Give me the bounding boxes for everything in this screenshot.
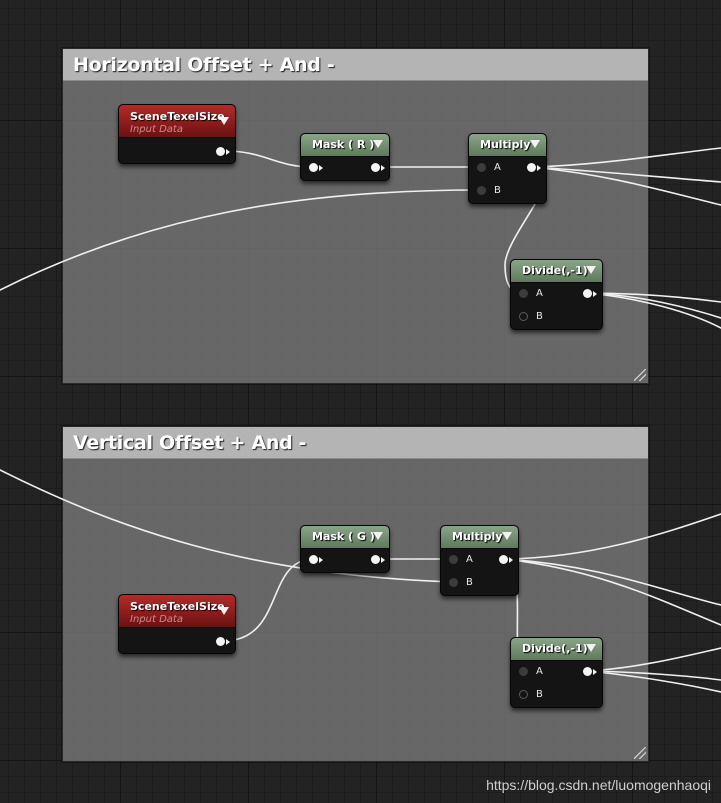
output-pin[interactable] — [527, 163, 536, 172]
node-title: Divide(,-1) — [522, 264, 588, 277]
pin-label-a: A — [536, 666, 543, 677]
pin-arrow-icon — [319, 557, 323, 563]
node-title: Multiply — [480, 138, 531, 151]
output-pin[interactable] — [499, 555, 508, 564]
divide-node[interactable]: Divide(,-1) A B — [510, 259, 603, 330]
output-pin[interactable] — [371, 555, 380, 564]
pin-label-b: B — [466, 577, 473, 588]
node-title: SceneTexelSize — [130, 110, 225, 123]
output-pin[interactable] — [216, 147, 225, 156]
multiply-node[interactable]: Multiply A B — [468, 133, 547, 204]
wire — [531, 147, 721, 168]
pin-label-a: A — [466, 554, 473, 565]
input-pin-a[interactable] — [519, 667, 528, 676]
comment-title[interactable]: Vertical Offset + And - — [63, 427, 648, 459]
divide-node[interactable]: Divide(,-1) A B — [510, 637, 603, 708]
node-header[interactable]: SceneTexelSize Input Data — [119, 105, 235, 138]
pin-arrow-icon — [226, 639, 230, 645]
node-header[interactable]: SceneTexelSize Input Data — [119, 595, 235, 628]
chevron-down-icon[interactable] — [219, 607, 229, 615]
wire — [222, 558, 314, 642]
wire — [586, 292, 721, 329]
resize-grip-icon[interactable] — [634, 369, 646, 381]
pin-label-b: B — [494, 185, 501, 196]
node-subtitle: Input Data — [130, 614, 183, 625]
scene-texel-size-node[interactable]: SceneTexelSize Input Data — [118, 104, 236, 164]
node-header[interactable]: Mask ( R ) — [301, 134, 389, 157]
node-header[interactable]: Mask ( G ) — [301, 526, 389, 549]
pin-label-a: A — [536, 288, 543, 299]
wire — [586, 670, 721, 681]
input-pin-b[interactable] — [477, 186, 486, 195]
pin-arrow-icon — [226, 149, 230, 155]
resize-grip-icon[interactable] — [634, 747, 646, 759]
wire — [586, 670, 721, 693]
pin-arrow-icon — [319, 165, 323, 171]
output-pin[interactable] — [371, 163, 380, 172]
comment-title[interactable]: Horizontal Offset + And - — [63, 49, 648, 81]
chevron-down-icon[interactable] — [530, 140, 540, 148]
node-title: Mask ( R ) — [312, 138, 375, 151]
pin-label-a: A — [494, 162, 501, 173]
input-pin-a[interactable] — [449, 555, 458, 564]
node-header[interactable]: Multiply — [469, 134, 546, 157]
output-pin[interactable] — [583, 667, 592, 676]
wire — [586, 292, 721, 303]
input-pin-b[interactable] — [519, 690, 528, 699]
node-title: SceneTexelSize — [130, 600, 225, 613]
pin-arrow-icon — [509, 557, 513, 563]
chevron-down-icon[interactable] — [219, 117, 229, 125]
multiply-node[interactable]: Multiply A B — [440, 525, 519, 596]
node-header[interactable]: Divide(,-1) — [511, 260, 602, 283]
pin-arrow-icon — [537, 165, 541, 171]
input-pin-b[interactable] — [449, 578, 458, 587]
wire — [531, 166, 721, 206]
node-header[interactable]: Multiply — [441, 526, 518, 549]
pin-arrow-icon — [381, 165, 385, 171]
node-title: Divide(,-1) — [522, 642, 588, 655]
input-pin-a[interactable] — [519, 289, 528, 298]
scene-texel-size-node[interactable]: SceneTexelSize Input Data — [118, 594, 236, 654]
node-title: Mask ( G ) — [312, 530, 375, 543]
pin-arrow-icon — [593, 669, 597, 675]
mask-r-node[interactable]: Mask ( R ) — [300, 133, 390, 181]
wire — [503, 513, 721, 560]
chevron-down-icon[interactable] — [502, 532, 512, 540]
wire — [503, 558, 721, 626]
wire — [531, 166, 721, 183]
wire — [503, 558, 721, 606]
mask-g-node[interactable]: Mask ( G ) — [300, 525, 390, 573]
wire — [0, 189, 481, 291]
node-title: Multiply — [452, 530, 503, 543]
watermark: https://blog.csdn.net/luomogenhaoqi — [486, 777, 711, 793]
pin-label-b: B — [536, 689, 543, 700]
wire — [0, 469, 453, 583]
input-pin[interactable] — [309, 555, 318, 564]
chevron-down-icon[interactable] — [586, 644, 596, 652]
chevron-down-icon[interactable] — [373, 532, 383, 540]
output-pin[interactable] — [216, 637, 225, 646]
pin-arrow-icon — [593, 291, 597, 297]
output-pin[interactable] — [583, 289, 592, 298]
input-pin-a[interactable] — [477, 163, 486, 172]
chevron-down-icon[interactable] — [373, 140, 383, 148]
chevron-down-icon[interactable] — [586, 266, 596, 274]
input-pin-b[interactable] — [519, 312, 528, 321]
input-pin[interactable] — [309, 163, 318, 172]
wire — [586, 647, 721, 672]
node-subtitle: Input Data — [130, 124, 183, 135]
node-header[interactable]: Divide(,-1) — [511, 638, 602, 661]
pin-label-b: B — [536, 311, 543, 322]
pin-arrow-icon — [381, 557, 385, 563]
wire — [586, 292, 721, 319]
